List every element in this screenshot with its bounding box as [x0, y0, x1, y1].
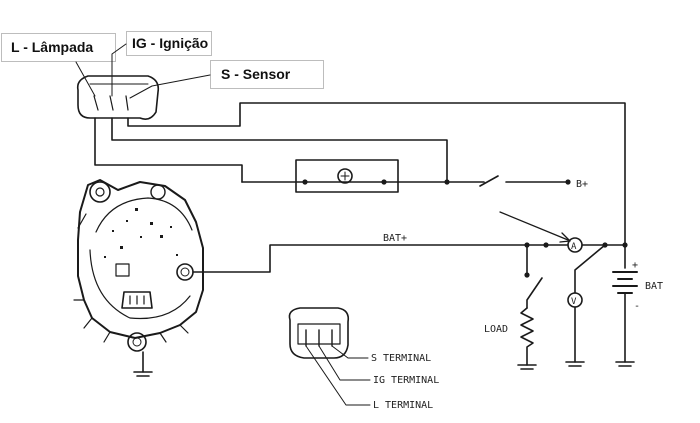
ground-voltmeter: [565, 361, 585, 367]
label-b-plus: B+: [576, 179, 588, 190]
leader-sensor: [129, 74, 211, 99]
ground-load: [517, 364, 537, 370]
label-voltmeter: V: [571, 297, 577, 307]
leader-lampada: [75, 61, 96, 97]
wire-bat-plus: [192, 244, 626, 273]
callout-lampada-text: L - Lâmpada: [11, 39, 94, 55]
callout-ignicao: IG - Ignição: [126, 31, 212, 56]
wire-load: [526, 244, 543, 309]
ground-battery: [615, 361, 635, 367]
wire-lamp: [94, 117, 243, 183]
callout-lampada: L - Lâmpada: [1, 33, 116, 62]
leader-ignicao: [111, 43, 127, 97]
label-ammeter: A: [571, 242, 577, 252]
label-minus: -: [634, 301, 640, 312]
battery-symbol: [612, 271, 638, 294]
wire-ignition: [111, 117, 448, 183]
callout-sensor-text: S - Sensor: [221, 66, 291, 82]
top-connector: [76, 75, 160, 120]
leader-l-terminal: [305, 345, 371, 406]
wire-sensor: [127, 102, 626, 246]
lamp-box: [295, 159, 399, 193]
ammeter: [567, 237, 583, 253]
terminal-connector: [288, 307, 350, 359]
callout-sensor: S - Sensor: [210, 60, 324, 89]
leader-ig-terminal: [318, 345, 371, 381]
junction-dots: [302, 179, 628, 278]
label-bat-plus: BAT+: [383, 233, 407, 244]
label-ig-terminal: IG TERMINAL: [373, 375, 439, 386]
wire-voltmeter: [574, 244, 606, 294]
label-bat: BAT: [645, 281, 663, 292]
leader-s-terminal: [331, 345, 369, 359]
label-load: LOAD: [484, 324, 508, 335]
wire-lamp-row: [241, 175, 569, 187]
alternator: [73, 179, 204, 377]
label-s-terminal: S TERMINAL: [371, 353, 431, 364]
label-plus: +: [632, 260, 638, 271]
label-l-terminal: L TERMINAL: [373, 400, 433, 411]
ammeter-arrow: [499, 211, 569, 241]
ground-alternator: [133, 371, 153, 377]
load-resistor: [520, 307, 534, 366]
callout-ignicao-text: IG - Ignição: [132, 35, 209, 51]
lamp-symbol: [337, 168, 353, 184]
